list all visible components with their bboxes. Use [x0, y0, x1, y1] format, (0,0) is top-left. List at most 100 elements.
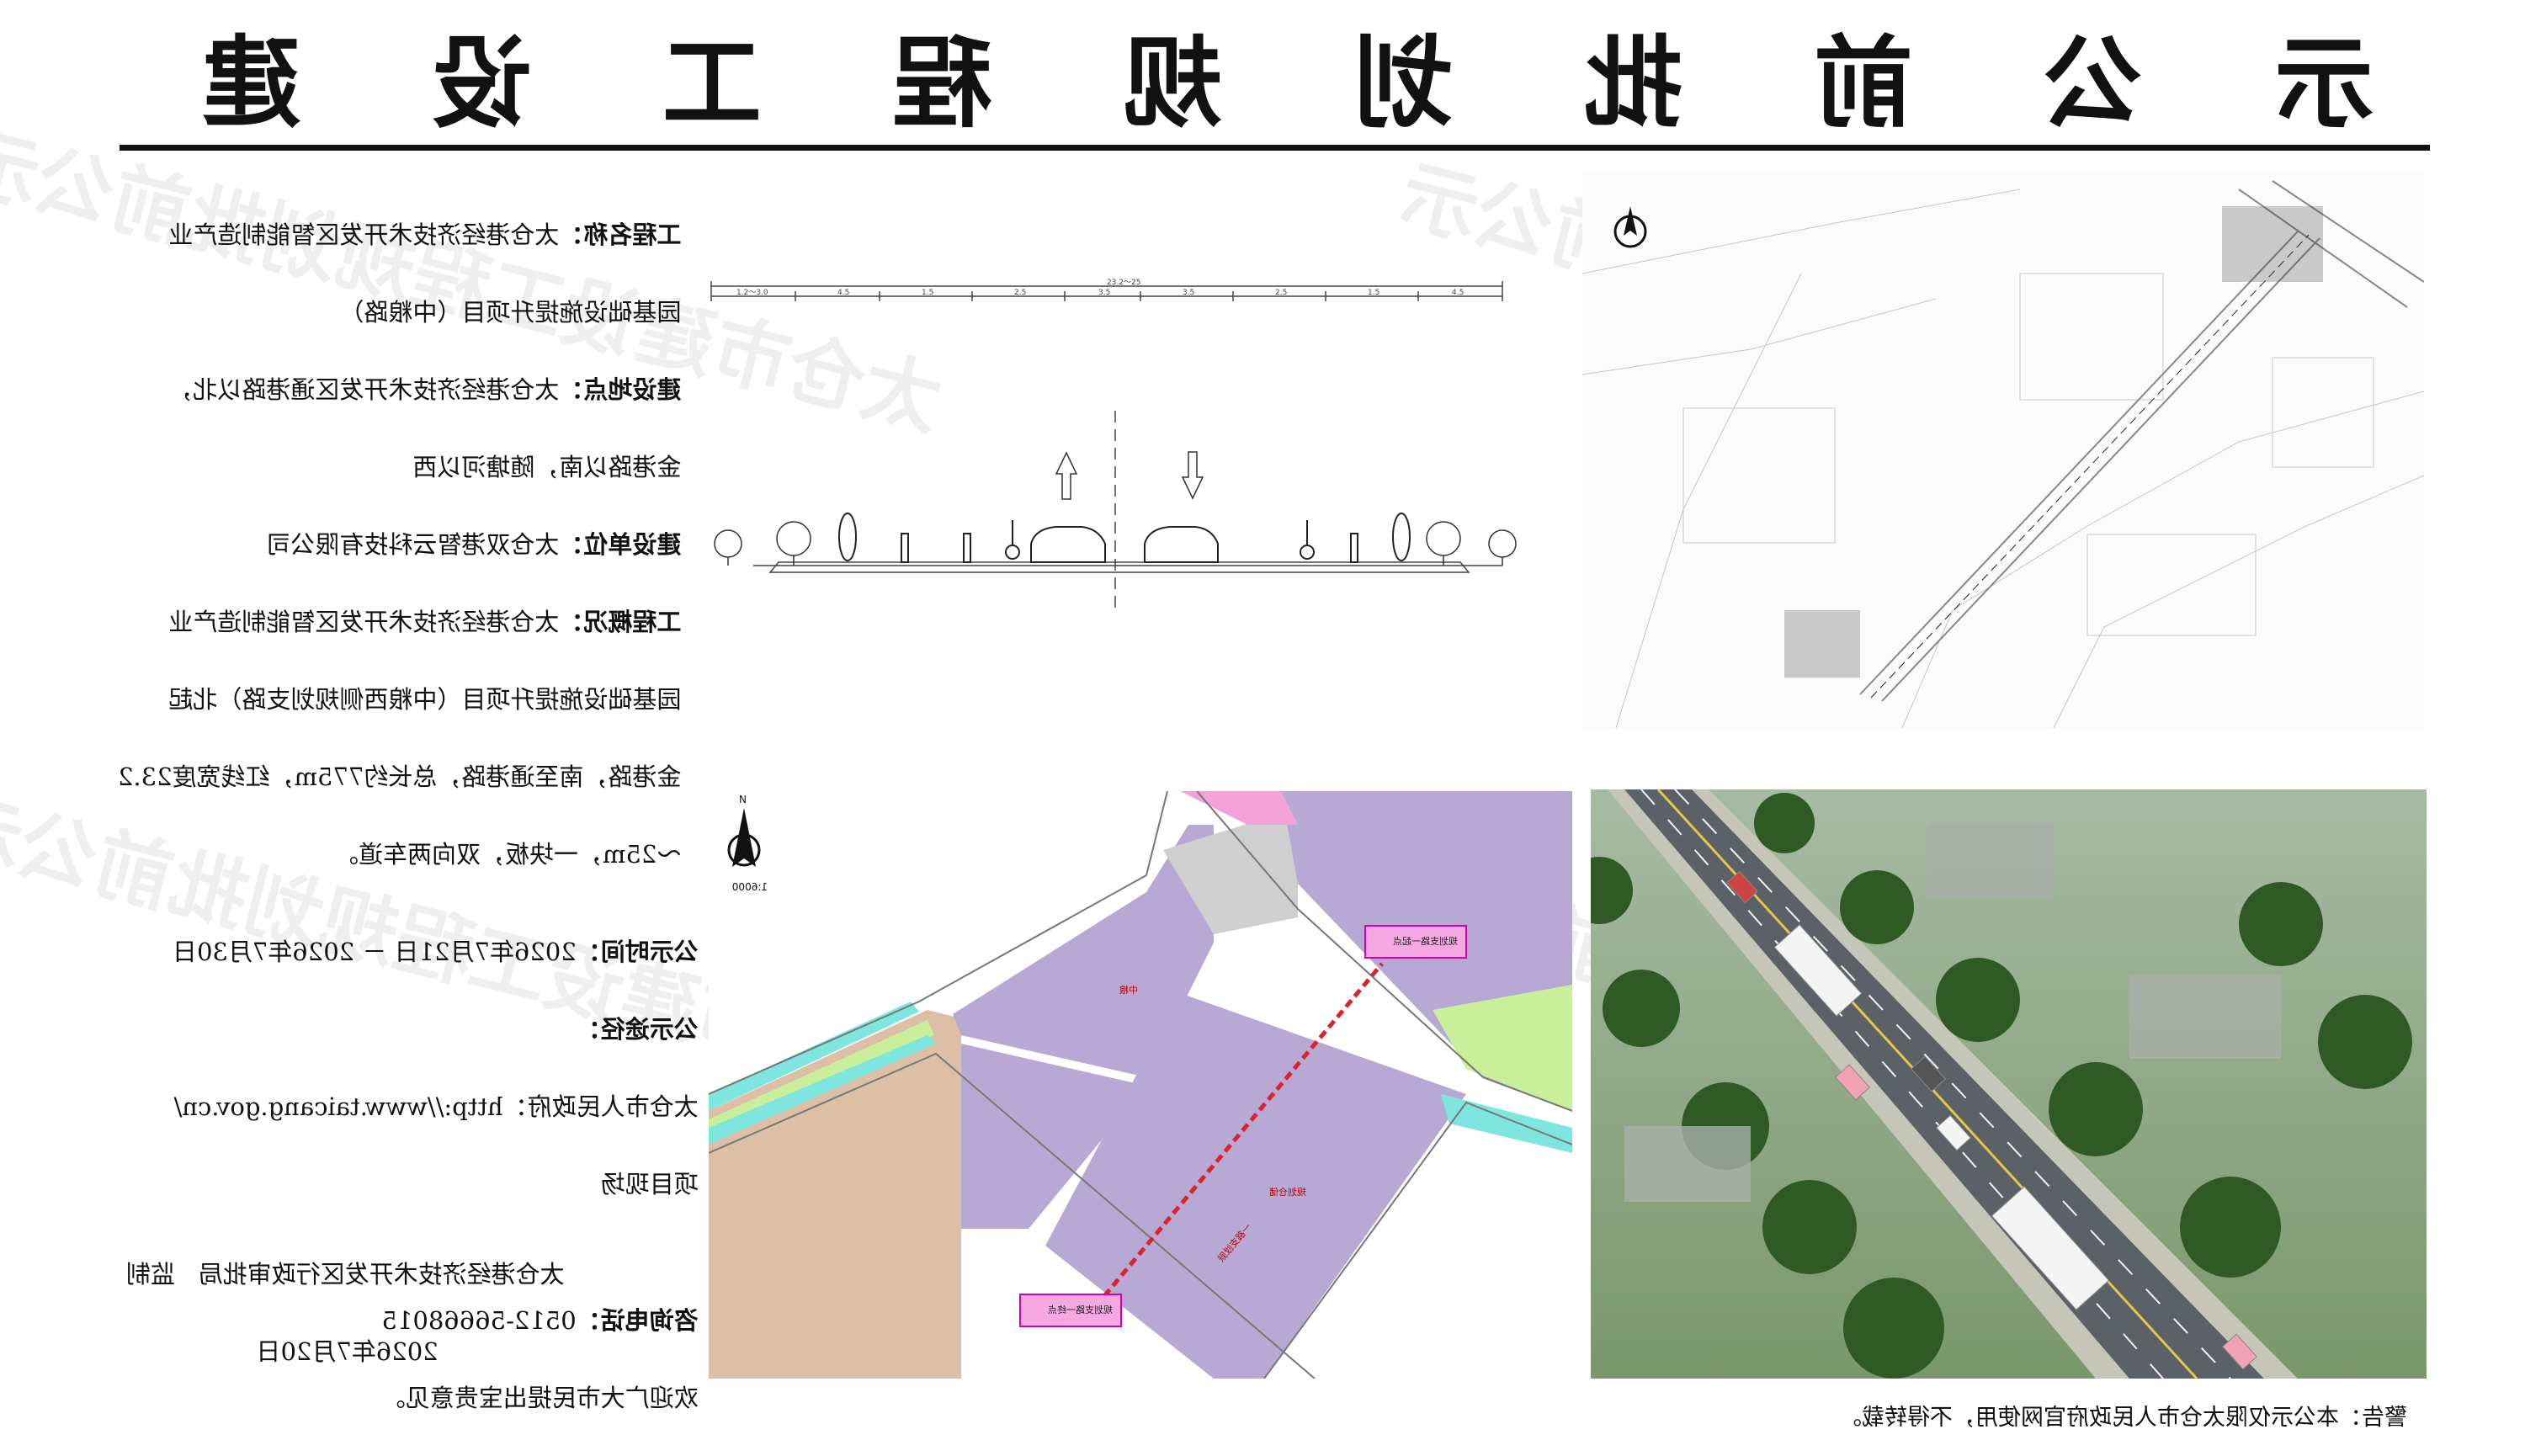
road-plan-map [1582, 173, 2424, 728]
period-label: 公示时间： [576, 938, 699, 966]
section-seg: 2.5 [1275, 289, 1287, 297]
car-icon [1030, 526, 1106, 563]
building [1624, 1126, 1751, 1202]
road-start-label: 规划支路一起点 [1393, 935, 1458, 947]
bollard-icon [963, 533, 971, 563]
planned-road-redline [1103, 962, 1384, 1298]
cyclist-icon [1005, 545, 1020, 560]
overview-value: 太仓港经济技术开发区智能制造产业 [168, 608, 560, 636]
bus-icon [1773, 924, 1863, 1017]
cross-section-drawing: 23.2～25 1.2～3.0 4.5 1.5 2.5 3.5 3.5 2.5 … [710, 279, 1517, 613]
location-row: 建设地点：太仓港经济技术开发区通港路以北， [118, 370, 681, 409]
pedestrian-icon [838, 513, 857, 561]
section-seg: 1.5 [922, 289, 933, 297]
phone-label: 咨询电话： [576, 1306, 699, 1335]
builder-label: 建设单位： [559, 530, 682, 559]
section-total: 23.2～25 [1107, 279, 1141, 287]
pedestrian-icon [1392, 513, 1411, 561]
project-name-value: 太仓港经济技术开发区智能制造产业 [168, 221, 560, 249]
title-char: 前 [1813, 24, 1913, 141]
title-char: 建 [202, 24, 302, 141]
page-title: 示 公 前 批 划 规 程 工 设 建 [202, 15, 2374, 141]
site-plan-map: 规划支路一起点 规划支路一终点 中粮 规划仓储 规划支路一 N 1:6000 [709, 791, 1572, 1379]
location-value: 太仓港经济技术开发区通港路以北， [168, 375, 560, 404]
car-icon [1911, 1055, 1946, 1092]
channel-value: 太仓市人民政府：http://www.taicang.gov.cn/ [173, 1092, 699, 1121]
parcel-label-zhongliang: 中粮 [1119, 984, 1138, 996]
bus-icon [1991, 1186, 2110, 1310]
road-start-label-box [1364, 925, 1467, 959]
road-plan-drawing [1582, 180, 2424, 728]
tree-icon [1426, 521, 1461, 556]
section-seg: 4.5 [1452, 289, 1464, 297]
builder-value: 太仓双港智云科技有限公司 [266, 530, 560, 559]
title-char: 规 [1123, 24, 1223, 141]
site-plan-drawing: 规划支路一起点 规划支路一终点 中粮 规划仓储 规划支路一 N 1:6000 [709, 791, 1572, 1379]
cyclist-icon [1300, 545, 1315, 560]
north-label: N [739, 794, 747, 805]
authority-block: 太仓港经济技术开发区行政审批局 监制 2026年7月20日 [126, 1216, 565, 1410]
site-north-arrow-icon: N 1:6000 [727, 794, 768, 893]
road-end-label: 规划支路一终点 [1048, 1304, 1113, 1315]
overview-label: 工程概况： [559, 608, 682, 636]
builder-row: 建设单位：太仓双港智云科技有限公司 [118, 525, 681, 564]
period-row: 公示时间：2026年7月21日 － 2026年7月30日 [173, 933, 699, 971]
aerial-rendering-image [1591, 789, 2427, 1379]
road-surface [1624, 789, 2264, 1379]
parcel-purple-west [961, 1044, 1146, 1229]
project-info: 工程名称：太仓港经济技术开发区智能制造产业 园基础设施提升项目（中粮路） 建设地… [118, 177, 681, 912]
title-char: 工 [662, 24, 763, 141]
tree-icon [1488, 529, 1517, 558]
title-char: 划 [1353, 24, 1453, 141]
location-row2: 金港路以南，随塘河以西 [412, 453, 682, 481]
aerial-rendering [1591, 789, 2427, 1379]
road-cross-section: 23.2～25 1.2～3.0 4.5 1.5 2.5 3.5 3.5 2.5 … [703, 276, 1555, 613]
title-divider [120, 145, 2430, 151]
building [1927, 823, 2054, 899]
title-char: 程 [892, 24, 992, 141]
overview-row4: ～25m，一块板，双向两车道。 [334, 840, 682, 869]
bollard-icon [1350, 533, 1358, 563]
section-seg: 3.5 [1183, 289, 1194, 297]
parcel-purple-north [953, 825, 1214, 1077]
project-name-row: 工程名称：太仓港经济技术开发区智能制造产业 [118, 215, 681, 254]
title-char: 公 [2044, 24, 2144, 141]
authority-text: 太仓港经济技术开发区行政审批局 监制 [126, 1260, 565, 1289]
overview-row2: 园基础设施提升项目（中粮西侧规划支路）北起 [168, 685, 682, 714]
road-end-label-box [1019, 1294, 1122, 1327]
location-label: 建设地点： [559, 375, 682, 404]
car-icon [2222, 1333, 2257, 1370]
section-seg: 3.5 [1098, 289, 1110, 297]
project-name-row2: 园基础设施提升项目（中粮路） [339, 298, 682, 327]
direction-down-icon [1181, 451, 1204, 500]
title-char: 示 [2273, 24, 2374, 141]
period-value: 2026年7月21日 － 2026年7月30日 [173, 938, 577, 966]
overview-row3: 金港路，南至通港路，总长约775m，红线宽度23.2 [118, 763, 682, 791]
copyright-warning: 警告：本公示仅限太仓市人民政府官网使用，不得转载。 [1839, 1405, 2407, 1431]
section-seg: 4.5 [837, 289, 849, 297]
overview-row: 工程概况：太仓港经济技术开发区智能制造产业 [118, 603, 681, 641]
north-arrow-icon [1609, 202, 1651, 264]
direction-up-icon [1055, 451, 1078, 500]
channel-row: 公示途径： [173, 1010, 699, 1049]
car-icon [1144, 526, 1219, 563]
channel-label: 公示途径： [576, 1015, 699, 1044]
authority-date: 2026年7月20日 [256, 1337, 439, 1366]
parcel-zhongliang [1045, 993, 1466, 1379]
section-left-lane: 1.2～3.0 [736, 289, 768, 297]
channel-value2: 项目现场 [600, 1170, 699, 1198]
project-name-label: 工程名称： [559, 221, 682, 249]
site-scale-label: 1:6000 [732, 881, 768, 893]
car-icon [1936, 1114, 1971, 1151]
building [2129, 975, 2281, 1059]
car-icon [1726, 870, 1758, 904]
title-char: 批 [1583, 24, 1683, 141]
car-icon [1835, 1064, 1870, 1101]
section-seg: 2.5 [1014, 289, 1026, 297]
section-seg: 1.5 [1368, 289, 1379, 297]
tree-icon [776, 521, 811, 556]
parcel-label-storage: 规划仓储 [1269, 1186, 1306, 1198]
tree-icon [714, 529, 742, 558]
bollard-icon [901, 533, 909, 563]
title-char: 设 [432, 24, 532, 141]
